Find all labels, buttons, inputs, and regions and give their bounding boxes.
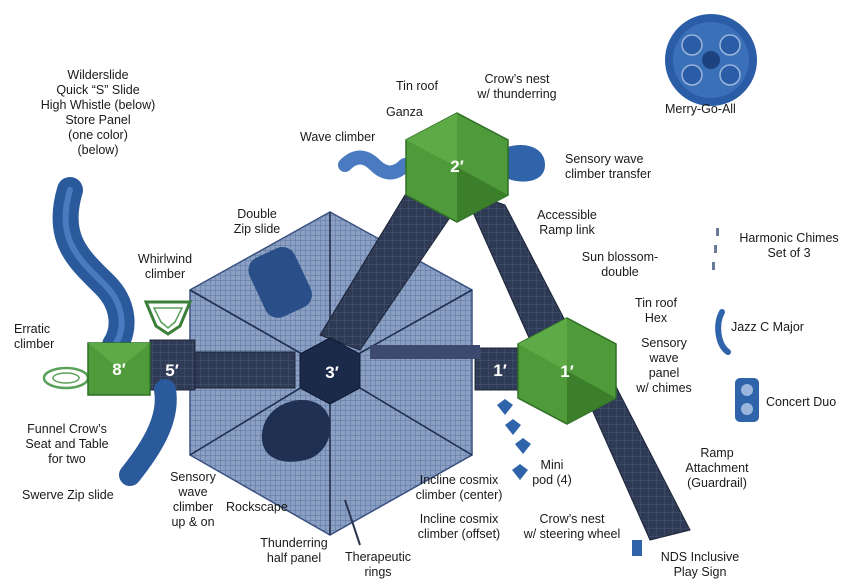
label-wilderslide: Wilderslide Quick “S” Slide High Whistle… (40, 68, 156, 157)
label-ramp-attachment: Ramp Attachment (Guardrail) (685, 446, 749, 490)
wilderslide-icon (52, 177, 135, 358)
label-swerve-zip: Swerve Zip slide (22, 488, 114, 502)
platform-1a-label: 1′ (493, 361, 507, 380)
label-sensory-panel: Sensory wave panel w/ chimes (636, 336, 692, 395)
rockscape-icon (261, 400, 331, 462)
label-tin-roof-top: Tin roof (396, 79, 438, 93)
label-mini-pod: Mini pod (4) (532, 458, 572, 487)
therapeutic-rings-icon (344, 499, 361, 546)
label-thunderring: Thunderring half panel (260, 536, 328, 565)
label-crows-nest-thunderring: Crow’s nest w/ thunderring (477, 72, 557, 101)
label-rockscape: Rockscape (226, 500, 288, 514)
concert-duo-icon (735, 378, 759, 422)
label-double-zip: Double Zip slide (233, 207, 281, 236)
label-sun-blossom: Sun blossom- double (581, 250, 659, 279)
label-ganza: Ganza (386, 105, 423, 119)
merry-go-round-icon (665, 14, 757, 106)
double-zip-slide-icon (248, 247, 312, 318)
deck-3 (299, 337, 361, 405)
platform-8-label: 8′ (112, 360, 126, 379)
whirlwind-climber-icon (143, 300, 193, 336)
platform-2-label: 2′ (450, 157, 464, 176)
label-therapeutic-rings: Therapeutic rings (344, 550, 411, 579)
label-sensory-up-on: Sensory wave climber up & on (170, 470, 216, 529)
sensory-transfer-icon (500, 145, 545, 182)
label-jazz-c-major: Jazz C Major (731, 320, 804, 334)
platform-5-label: 5′ (165, 361, 179, 380)
label-erratic-climber: Erratic climber (14, 322, 55, 351)
label-crows-nest-steering: Crow’s nest w/ steering wheel (523, 512, 621, 541)
mini-pods-icon (497, 399, 531, 480)
label-accessible-ramp: Accessible Ramp link (537, 208, 597, 237)
harmonic-chimes-icon (712, 228, 719, 270)
label-whirlwind: Whirlwind climber (137, 252, 193, 281)
label-tin-roof-hex: Tin roof Hex (635, 296, 677, 325)
label-merry-go-all: Merry-Go-All (665, 102, 736, 116)
erratic-climber-icon (42, 366, 90, 390)
label-incline-offset: Incline cosmix climber (offset) (417, 512, 501, 541)
jazz-c-major-icon (715, 309, 731, 355)
swerve-slide-icon (119, 379, 177, 486)
bridge-5-3 (194, 351, 296, 389)
label-wave-climber: Wave climber (300, 130, 376, 144)
platform-3-label: 3′ (325, 363, 339, 382)
label-funnel-crows-seat: Funnel Crow’s Seat and Table for two (25, 422, 109, 466)
platform-1b-label: 1′ (560, 362, 574, 381)
deck-5 (149, 339, 196, 391)
label-nds-sign: NDS Inclusive Play Sign (660, 550, 740, 579)
label-concert-duo: Concert Duo (766, 395, 837, 409)
label-sensory-transfer: Sensory wave climber transfer (565, 152, 652, 181)
label-harmonic-chimes: Harmonic Chimes Set of 3 (739, 231, 839, 260)
nds-sign-icon (632, 540, 642, 556)
bridge-3-1 (370, 345, 480, 359)
label-incline-center: Incline cosmix climber (center) (415, 473, 503, 502)
wave-climber-icon (338, 150, 412, 180)
